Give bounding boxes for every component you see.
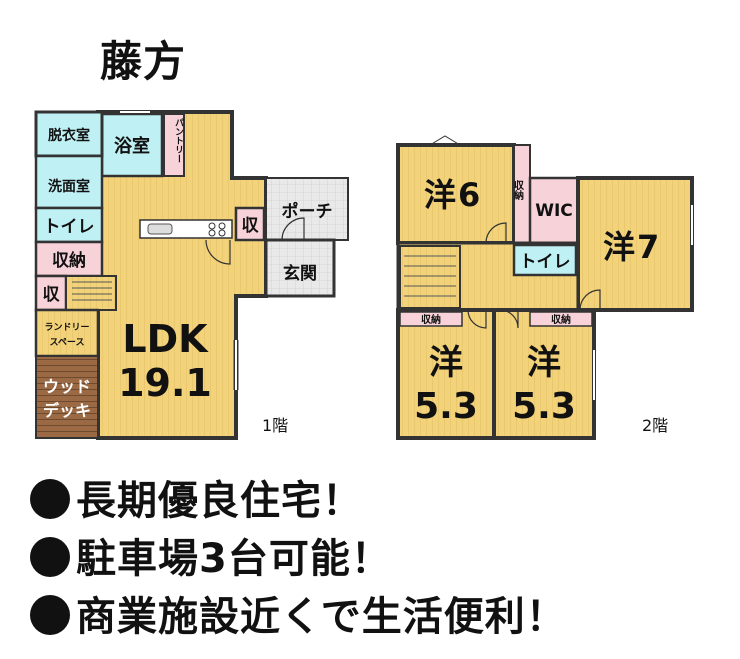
bathroom <box>100 112 164 178</box>
label-western53b: 洋 <box>527 343 561 383</box>
label-storage-2f-left: 収納 <box>421 313 441 326</box>
storage-small <box>34 274 68 312</box>
label-wic: WIC <box>535 201 573 221</box>
property-name: 藤方 <box>100 37 187 86</box>
label-washroom: 洗面室 <box>48 178 90 195</box>
label-storage-small: 収 <box>43 285 61 305</box>
bullet-icon <box>30 537 70 577</box>
pantry <box>163 113 185 177</box>
label-deck-1: ウッド <box>43 377 91 396</box>
floor2-label: 2階 <box>642 416 669 435</box>
label-western6: 洋 <box>424 176 456 214</box>
label-storage-1f: 収納 <box>52 250 86 271</box>
label-western53b-size: 5.3 <box>512 386 576 427</box>
label-ldk: LDK <box>122 317 209 361</box>
storage-kitchen <box>234 206 266 242</box>
entrance <box>264 238 336 298</box>
stairs-1f <box>65 275 117 311</box>
laundry-space <box>34 308 100 358</box>
western-room-53a <box>396 308 496 440</box>
floor-plan-diagram: 脱衣室 浴室 パントリー 洗面室 トイレ 収納 収 収 ランドリー スペース ウ… <box>34 110 694 440</box>
label-toilet-2f: トイレ <box>520 252 571 272</box>
feature-item: 駐車場3台可能！ <box>30 530 567 588</box>
bullet-icon <box>30 595 70 635</box>
label-laundry: ランドリー <box>44 322 89 333</box>
toilet-1f <box>34 206 104 244</box>
dressing-room <box>34 110 104 158</box>
porch <box>265 177 349 241</box>
kitchen-counter <box>139 219 233 239</box>
storage-2f-right <box>529 311 593 327</box>
feature-list: 長期優良住宅！ 駐車場3台可能！ 商業施設近くで生活便利！ <box>30 472 567 646</box>
floor2-plan <box>396 135 694 440</box>
toilet-2f <box>512 243 578 277</box>
stairs-2f <box>399 245 461 309</box>
bullet-icon <box>30 479 70 519</box>
label-western7: 洋 <box>603 228 635 266</box>
storage-2f-left <box>399 311 463 327</box>
feature-item: 商業施設近くで生活便利！ <box>30 588 567 646</box>
floor1-plan <box>34 110 349 440</box>
label-porch: ポーチ <box>282 201 333 222</box>
label-toilet-1f: トイレ <box>44 217 95 237</box>
label-pantry: パントリー <box>173 118 184 163</box>
label-dressing-room: 脱衣室 <box>48 127 90 144</box>
label-deck-2: デッキ <box>43 401 91 420</box>
label-laundry-2: スペース <box>50 337 85 348</box>
label-western53a-size: 5.3 <box>414 386 478 427</box>
label-storage-vertical: 収納 <box>512 180 524 201</box>
wood-deck <box>35 355 99 439</box>
label-entrance: 玄関 <box>283 263 317 284</box>
label-western7-size: 7 <box>637 228 659 266</box>
western-room-6 <box>396 143 516 245</box>
label-bathroom: 浴室 <box>114 135 150 157</box>
label-western6-size: 6 <box>458 176 480 214</box>
label-storage-2f-right: 収納 <box>551 313 571 326</box>
label-storage-kitchen: 収 <box>242 216 260 236</box>
floor1-label: 1階 <box>262 416 289 435</box>
feature-item: 長期優良住宅！ <box>30 472 567 530</box>
label-ldk-size: 19.1 <box>118 361 212 405</box>
label-western53a: 洋 <box>429 343 463 383</box>
